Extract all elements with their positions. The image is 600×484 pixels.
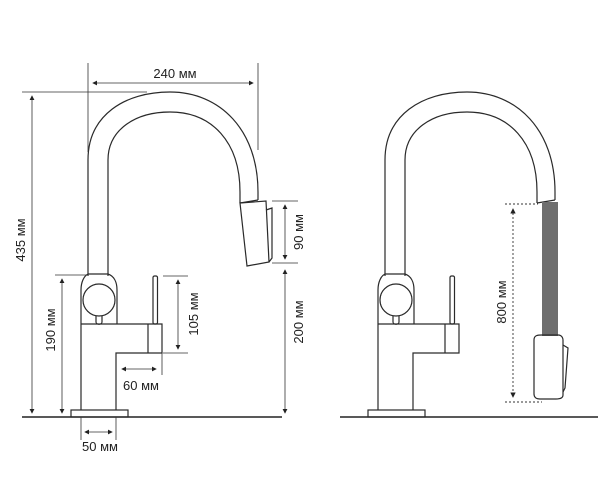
dimension-lever-height: 105 мм: [163, 275, 201, 354]
faucet-side-view: [70, 91, 273, 418]
dimension-spout-reach: 240 мм: [87, 63, 259, 152]
label-spout-reach: 240 мм: [153, 66, 196, 81]
faucet-pullout-view: [367, 91, 556, 418]
dimension-hose-length: 800 мм: [494, 203, 542, 403]
pullout-hose: [542, 202, 558, 336]
dimension-total-height: 435 мм: [13, 91, 147, 414]
dimension-base-diameter: 50 мм: [80, 417, 118, 454]
label-total-height: 435 мм: [13, 218, 28, 261]
dimension-lever-offset: 60 мм: [121, 353, 163, 393]
label-lever-offset: 60 мм: [123, 378, 159, 393]
label-body-height: 190 мм: [43, 308, 58, 351]
pullout-sprayhead: [533, 334, 564, 400]
label-lever-height: 105 мм: [186, 292, 201, 335]
label-base-diameter: 50 мм: [82, 439, 118, 454]
pullout-sprayhead-button: [562, 344, 569, 393]
dimension-body-height: 190 мм: [43, 274, 86, 414]
sprayhead: [239, 200, 270, 267]
dimension-sprayhead-length: 90 мм: [272, 200, 306, 264]
label-spout-clearance: 200 мм: [291, 300, 306, 343]
label-sprayhead-length: 90 мм: [291, 214, 306, 250]
dimension-spout-clearance: 200 мм: [282, 269, 306, 414]
label-hose-length: 800 мм: [494, 280, 509, 323]
sprayhead-button: [265, 207, 273, 263]
